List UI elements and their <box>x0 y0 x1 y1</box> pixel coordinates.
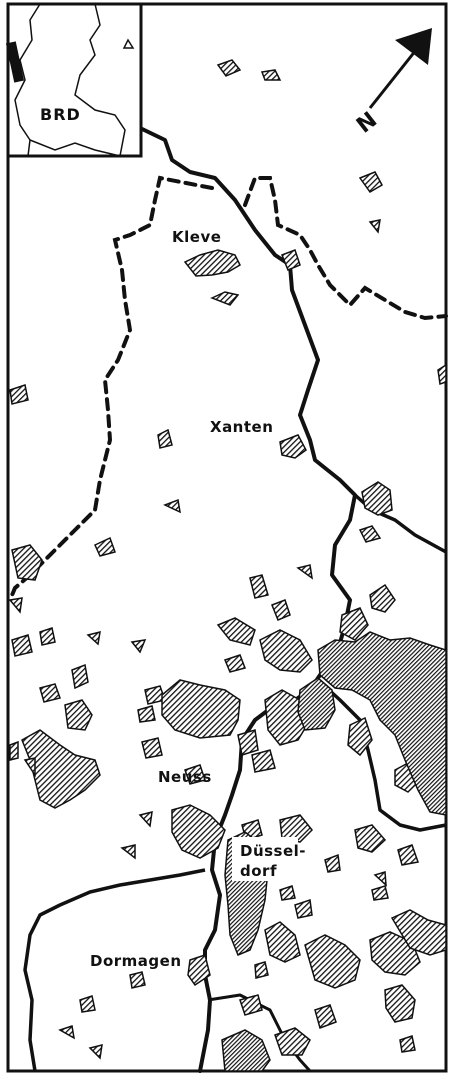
urban-area <box>271 599 291 621</box>
inset-border-east <box>74 3 126 157</box>
urban-area <box>259 629 313 673</box>
urban-area <box>237 729 259 756</box>
urban-area <box>64 699 93 731</box>
urban-area <box>137 705 156 723</box>
national-border-dashed <box>8 175 214 602</box>
urban-area <box>79 995 96 1013</box>
urban-area <box>223 654 246 673</box>
urban-area-xanten <box>279 434 307 459</box>
urban-area <box>39 627 56 646</box>
urban-area <box>294 899 313 919</box>
urban-area <box>39 683 61 703</box>
urban-area <box>58 1025 75 1040</box>
urban-area <box>130 639 147 654</box>
urban-area <box>86 630 101 646</box>
urban-area <box>161 679 241 739</box>
city-label-xanten: Xanten <box>210 418 273 436</box>
urban-area <box>249 574 269 599</box>
urban-area <box>216 617 256 646</box>
urban-area <box>296 564 314 580</box>
urban-area <box>88 1043 103 1060</box>
urban-area <box>138 811 153 828</box>
urban-area <box>304 934 361 989</box>
urban-area <box>281 249 301 271</box>
urban-area <box>129 971 146 989</box>
urban-area <box>399 1035 416 1053</box>
urban-area <box>279 814 314 843</box>
duesseldorf-label-backdrop <box>232 837 298 881</box>
urban-area <box>184 764 206 785</box>
urban-area <box>23 757 36 778</box>
urban-area <box>216 59 242 77</box>
urban-area <box>157 428 173 449</box>
urban-area <box>358 171 384 193</box>
urban-area <box>384 984 416 1023</box>
inset-country-label: BRD <box>40 105 81 124</box>
urban-area-kleve <box>183 249 241 277</box>
erft-river <box>23 868 206 1072</box>
urban-area <box>71 663 89 690</box>
city-label-duesseldorf-1: Düssel- <box>240 842 306 860</box>
north-arrow-head <box>395 28 432 65</box>
urban-area <box>279 885 296 901</box>
urban-area <box>9 384 29 405</box>
urban-area <box>260 69 282 81</box>
urban-area <box>368 219 381 234</box>
urban-area <box>437 363 447 385</box>
urban-area <box>358 525 382 543</box>
inset-border-west <box>14 3 41 157</box>
urban-area <box>141 737 163 759</box>
urban-area-ruhr <box>317 631 447 816</box>
urban-area <box>8 597 23 614</box>
urban-area <box>371 885 389 901</box>
urban-area <box>361 481 393 516</box>
urban-area <box>339 607 369 641</box>
urban-area <box>120 844 136 860</box>
urban-area-ruhr-west <box>297 677 336 731</box>
city-label-dormagen: Dormagen <box>90 952 182 970</box>
urban-area <box>163 498 181 514</box>
urban-area <box>314 1004 337 1029</box>
wupper-river <box>207 993 312 1073</box>
city-label-kleve: Kleve <box>172 228 221 246</box>
urban-area <box>251 749 276 773</box>
urban-area <box>254 961 269 979</box>
rhine-river <box>138 126 357 1073</box>
urban-area <box>11 634 33 657</box>
urban-area <box>171 804 226 859</box>
urban-areas <box>8 59 447 1072</box>
inset-frame <box>6 2 143 158</box>
urban-area <box>9 740 19 761</box>
urban-area <box>21 729 101 809</box>
urban-area <box>221 1029 271 1072</box>
urban-area <box>324 853 341 873</box>
national-border-dashed-east <box>243 176 448 321</box>
inset-study-area-marker <box>5 41 25 83</box>
urban-area <box>264 921 301 963</box>
urban-area <box>354 824 387 853</box>
urban-area <box>397 844 419 866</box>
urban-area <box>347 716 373 757</box>
urban-area <box>11 544 43 581</box>
urban-area <box>239 994 263 1016</box>
urban-area <box>274 1027 311 1056</box>
inset-border-south <box>29 139 121 157</box>
urban-area <box>94 536 116 557</box>
urban-area <box>390 909 447 956</box>
urban-area <box>373 871 387 887</box>
inset-lake-icon <box>122 38 135 49</box>
city-label-duesseldorf-2: dorf <box>240 862 277 880</box>
locator-inset-map: BRD <box>5 2 143 158</box>
urban-area <box>187 954 211 987</box>
city-label-neuss: Neuss <box>158 768 212 786</box>
urban-area <box>210 291 240 306</box>
ruhr-river <box>316 678 447 832</box>
urban-area <box>369 583 396 613</box>
